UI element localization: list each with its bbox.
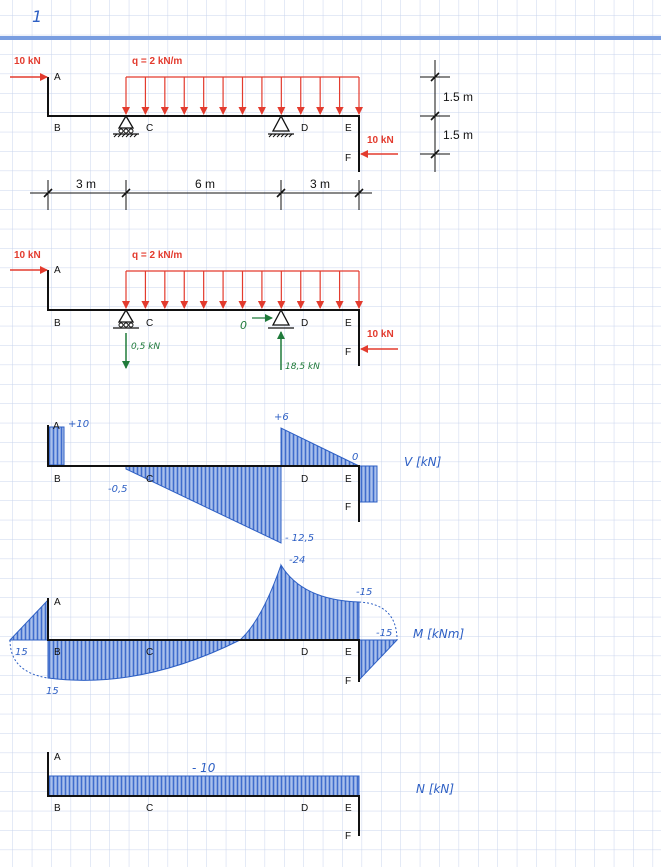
- moment-value-e-right: -15: [376, 628, 392, 639]
- node-label-a-5: A: [54, 752, 61, 763]
- node-label-c-4: C: [146, 647, 153, 658]
- node-label-e-5: E: [345, 803, 352, 814]
- left-force-label-2: 10 kN: [14, 250, 41, 261]
- shear-value-c: -0,5: [108, 484, 128, 495]
- shear-value-d-left: - 12,5: [285, 533, 314, 544]
- dim-span-3: 3 m: [310, 177, 330, 191]
- load-frame-diagram: q = 2 kN/m 10 kN 10 kN A B C D E F 3 m: [10, 56, 473, 210]
- vertical-dimensions: 1.5 m 1.5 m: [420, 60, 473, 172]
- node-label-a-3: A: [53, 421, 60, 432]
- frame-members-2: [47, 270, 360, 366]
- horizontal-dimensions: 3 m 6 m 3 m: [30, 177, 372, 210]
- shear-area-ef: [358, 465, 378, 503]
- frame-members-3: [47, 425, 360, 522]
- dim-height-2: 1.5 m: [443, 128, 473, 142]
- normal-title: N [kN]: [416, 782, 454, 796]
- moment-value-e-top: -15: [356, 587, 372, 598]
- shear-value-a: +10: [68, 419, 89, 430]
- shear-value-e: 0: [352, 452, 358, 463]
- pin-support-d: [268, 114, 294, 138]
- node-label-d-3: D: [301, 474, 308, 485]
- node-label-c-5: C: [146, 803, 153, 814]
- roller-support-c-2: [113, 308, 139, 329]
- shear-area-a: [47, 426, 65, 466]
- node-label-b-2: B: [54, 318, 61, 329]
- node-label-d-5: D: [301, 803, 308, 814]
- frame-members-5: [47, 752, 360, 836]
- node-label-e-4: E: [345, 647, 352, 658]
- moment-area-de: [280, 563, 360, 641]
- shear-title: V [kN]: [404, 455, 442, 469]
- dim-height-1: 1.5 m: [443, 90, 473, 104]
- node-label-b-5: B: [54, 803, 61, 814]
- moment-value-left: 15: [15, 647, 28, 658]
- pin-support-d-2: [268, 308, 294, 329]
- node-label-f-4: F: [345, 676, 351, 687]
- node-label-c-2: C: [146, 318, 153, 329]
- moment-value-d: -24: [289, 555, 305, 566]
- reaction-frame-diagram: q = 2 kN/m 10 kN 10 kN A B C D E F 0,5 k…: [10, 250, 398, 372]
- frame-members-4: [47, 598, 360, 682]
- header-rule: [0, 36, 661, 40]
- shear-value-d-right: +6: [274, 412, 289, 423]
- node-label-d-2: D: [301, 318, 308, 329]
- distributed-load-label-2: q = 2 kN/m: [132, 250, 182, 261]
- page-number: 1: [32, 7, 42, 26]
- right-force-label-2: 10 kN: [367, 329, 394, 340]
- moment-area-bc: [47, 639, 241, 681]
- node-label-f-2: F: [345, 347, 351, 358]
- moment-dotted-left: [9, 639, 49, 679]
- reaction-d-label: 18,5 kN: [285, 362, 320, 372]
- node-label-e-3: E: [345, 474, 352, 485]
- normal-force-diagram: A B C D E F - 10 N [kN]: [47, 752, 454, 842]
- roller-support-c: [113, 114, 139, 138]
- node-label-b-4: B: [54, 647, 61, 658]
- shear-diagram: A B C D E F +10 -0,5 - 12,5 +6 0 V [kN]: [47, 412, 442, 544]
- normal-area: [47, 775, 360, 797]
- node-label-d-4: D: [301, 647, 308, 658]
- node-label-a-2: A: [54, 265, 61, 276]
- frame-members: [47, 77, 360, 172]
- node-label-f-3: F: [345, 502, 351, 513]
- node-label-e-2: E: [345, 318, 352, 329]
- node-label-e: E: [345, 123, 352, 134]
- normal-value: - 10: [192, 761, 216, 775]
- dim-span-1: 3 m: [76, 177, 96, 191]
- node-label-c-3: C: [146, 474, 153, 485]
- moment-diagram: A B C D E F 15 15 -24 -15 -15 M [kNm]: [8, 555, 464, 697]
- reaction-horizontal-label: 0: [240, 319, 247, 332]
- right-force-label: 10 kN: [367, 135, 394, 146]
- distributed-load-2: [122, 270, 363, 309]
- node-label-b-3: B: [54, 474, 61, 485]
- node-label-a: A: [54, 72, 61, 83]
- moment-value-b: 15: [46, 686, 59, 697]
- node-label-a-4: A: [54, 597, 61, 608]
- node-label-f-5: F: [345, 831, 351, 842]
- dim-span-2: 6 m: [195, 177, 215, 191]
- node-label-c: C: [146, 123, 153, 134]
- left-force-label: 10 kN: [14, 56, 41, 67]
- node-label-f: F: [345, 153, 351, 164]
- reaction-c-label: 0,5 kN: [131, 342, 160, 352]
- node-label-d: D: [301, 123, 308, 134]
- node-label-b: B: [54, 123, 61, 134]
- distributed-load: [122, 76, 363, 115]
- distributed-load-label: q = 2 kN/m: [132, 56, 182, 67]
- moment-title: M [kNm]: [413, 627, 464, 641]
